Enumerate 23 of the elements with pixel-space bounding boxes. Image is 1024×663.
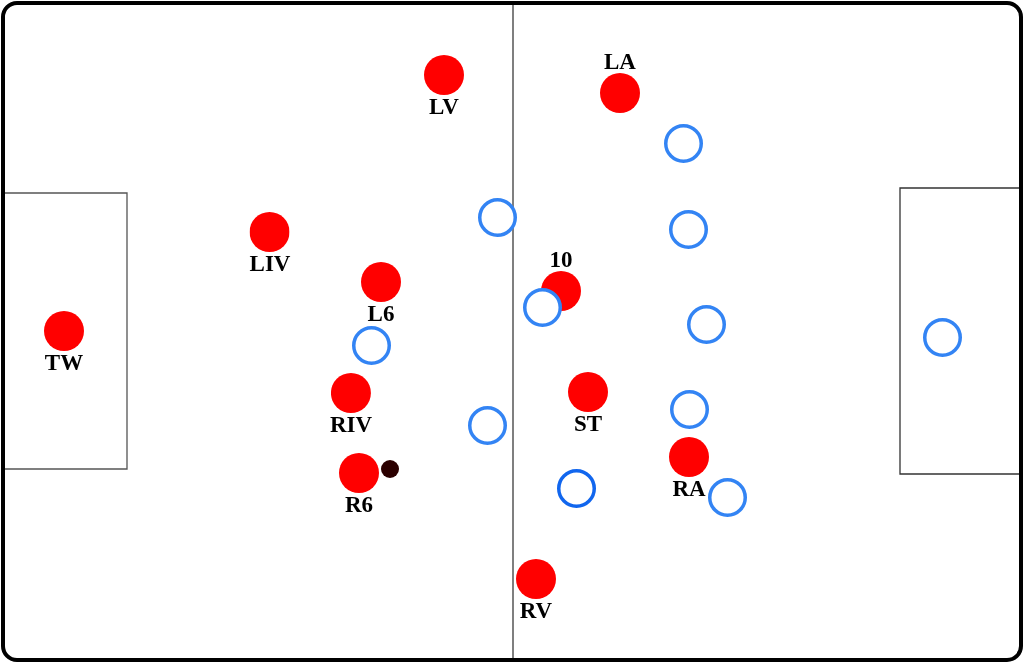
player-ring-icon [669,389,709,429]
player-ring-icon [668,209,708,249]
player-label: ST [573,412,603,435]
player-label: L6 [367,302,395,325]
player-ring-icon [477,197,517,237]
player-label: TW [44,351,84,374]
player-ring-icon [522,287,562,327]
player-label: RV [519,599,553,622]
player-ring-icon [686,304,726,344]
player-ring-icon [351,325,391,365]
player-label: RA [672,477,706,500]
ball-icon [381,460,399,478]
player-ring-icon [556,468,596,508]
player-label: LV [429,95,459,118]
player-label: 10 [549,248,573,271]
player-label: RIV [329,413,373,436]
player-label: R6 [344,493,374,516]
player-ring-icon [467,405,507,445]
player-ring-icon [663,123,703,163]
player-label: LIV [249,252,291,275]
player-ring-icon [922,317,962,357]
player-label: LA [604,50,636,73]
player-ring-icon [707,477,747,517]
